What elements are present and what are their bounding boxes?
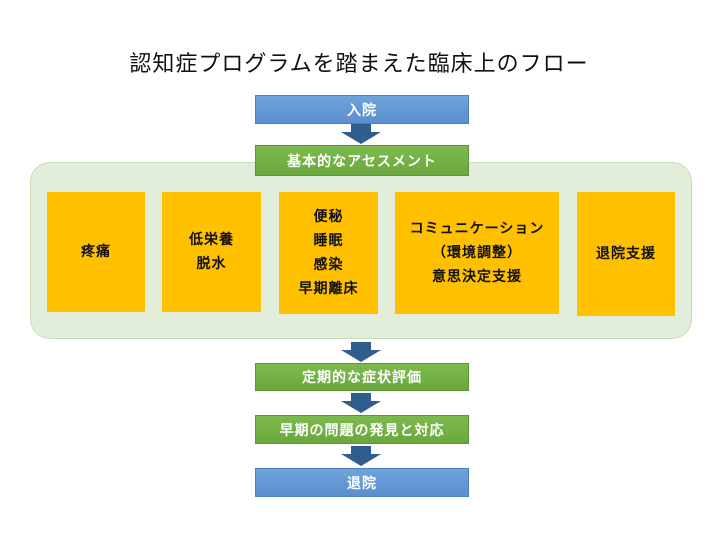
- assessment-item-discharge-support: 退院支援: [577, 192, 675, 316]
- periodic-evaluation-step: 定期的な症状評価: [255, 363, 469, 391]
- assessment-item-line: 退院支援: [596, 246, 656, 262]
- arrow-down-icon: [341, 393, 381, 413]
- assessment-item-line: 便秘: [313, 209, 344, 225]
- assessment-item-line: 疼痛: [81, 244, 111, 260]
- assessment-item-pain: 疼痛: [47, 192, 145, 312]
- assessment-item-line: 脱水: [196, 256, 227, 272]
- assessment-item-constipation-sleep: 便秘 睡眠 感染 早期離床: [279, 192, 378, 314]
- assessment-item-line: 意思決定支援: [432, 269, 522, 285]
- discharge-step: 退院: [255, 468, 469, 497]
- page-title: 認知症プログラムを踏まえた臨床上のフロー: [129, 52, 589, 77]
- arrow-down-icon: [341, 446, 381, 466]
- arrow-down-icon: [341, 342, 381, 362]
- arrow-down-icon: [341, 124, 381, 144]
- assessment-item-line: 低栄養: [189, 232, 234, 248]
- periodic-evaluation-label: 定期的な症状評価: [302, 370, 422, 386]
- basic-assessment-step: 基本的なアセスメント: [255, 145, 469, 176]
- admission-label: 入院: [347, 102, 377, 119]
- early-detection-step: 早期の問題の発見と対応: [255, 415, 469, 444]
- discharge-label: 退院: [347, 475, 377, 492]
- assessment-item-communication: コミュニケーション （環境調整） 意思決定支援: [395, 192, 559, 314]
- assessment-item-nutrition: 低栄養 脱水: [162, 192, 261, 312]
- basic-assessment-label: 基本的なアセスメント: [287, 153, 437, 170]
- assessment-item-line: 感染: [313, 257, 344, 273]
- assessment-item-line: 早期離床: [298, 281, 359, 297]
- admission-step: 入院: [255, 95, 469, 124]
- assessment-item-line: （環境調整）: [432, 245, 522, 261]
- assessment-item-line: コミュニケーション: [409, 221, 545, 237]
- assessment-item-line: 睡眠: [313, 233, 344, 249]
- early-detection-label: 早期の問題の発見と対応: [279, 422, 445, 439]
